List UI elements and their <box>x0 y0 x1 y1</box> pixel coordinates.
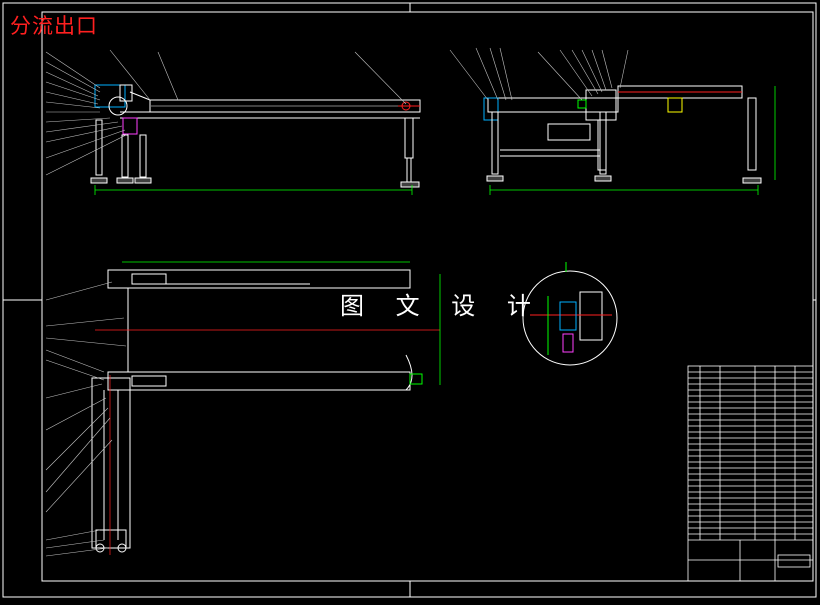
front-leaders <box>45 49 407 176</box>
front-dimensions <box>94 185 413 195</box>
watermark-text: 图 文 设 计 <box>340 292 543 320</box>
drawing-title: 分流出口 <box>10 14 98 38</box>
center-marks <box>3 3 816 597</box>
title-block <box>687 365 814 582</box>
plan-centerlines <box>95 329 440 555</box>
front-elevation-view <box>90 84 421 188</box>
side-leaders <box>449 47 629 101</box>
plan-dimensions <box>122 261 441 385</box>
plan-view <box>91 269 423 553</box>
side-dimensions <box>489 86 776 195</box>
plan-leaders <box>45 281 127 557</box>
detail-circle-view <box>522 262 618 366</box>
side-elevation-view <box>483 85 762 184</box>
